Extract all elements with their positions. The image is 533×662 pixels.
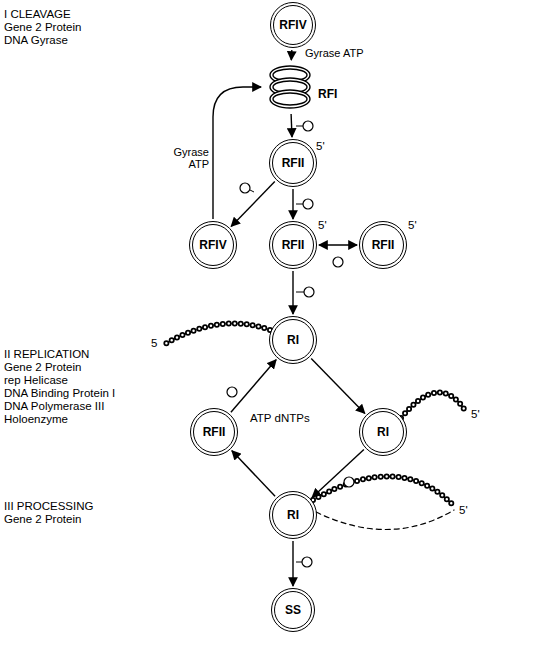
node-label: RFII — [372, 238, 395, 252]
text-label: III PROCESSING — [4, 500, 93, 513]
protein-tick — [296, 292, 304, 293]
node-label: RFIV — [279, 18, 306, 32]
text-label: ATP dNTPs — [250, 412, 310, 425]
text-label: Holoenzyme — [4, 413, 68, 426]
text-label: Gene 2 Protein — [4, 21, 81, 34]
protein-symbol — [333, 257, 343, 267]
ss-tail — [165, 324, 270, 344]
node-label: RI — [287, 333, 299, 347]
dna-circle: RI — [269, 316, 317, 364]
arrow-connector — [231, 360, 276, 413]
text-label: DNA Binding Protein I — [4, 387, 115, 400]
text-label: Gene 2 Protein — [4, 361, 81, 374]
arrow-connector — [232, 451, 275, 496]
arrow-connector — [292, 541, 293, 586]
ss-tail — [313, 476, 454, 506]
node-label: RFI — [318, 87, 337, 101]
arrow-connector — [231, 182, 275, 227]
protein-symbol — [304, 287, 314, 297]
protein-tick — [296, 562, 302, 563]
protein-symbol — [344, 477, 354, 487]
dashed-strand — [316, 510, 454, 530]
node-label: RFII — [282, 156, 305, 170]
protein-symbol — [303, 199, 313, 209]
node-label: RFIV — [199, 238, 226, 252]
dna-circle: RI — [269, 491, 317, 539]
strand-end-label: 5' — [408, 219, 417, 232]
node-label: SS — [285, 603, 301, 617]
text-label: DNA Gyrase — [4, 34, 68, 47]
dna-circle: RFII — [359, 221, 407, 269]
strand-end-label: 5' — [316, 140, 325, 153]
strand-end-label: 5' — [459, 504, 468, 517]
dna-circle: RFIV — [270, 2, 316, 48]
dna-circle: SS — [271, 588, 315, 632]
protein-symbol — [302, 557, 312, 567]
protein-symbol — [240, 183, 250, 193]
protein-symbol — [227, 387, 237, 397]
node-label: RFII — [282, 238, 305, 252]
ss-tail — [313, 476, 454, 506]
edge-label: Gyrase ATP — [166, 146, 210, 170]
edge-label: Gyrase ATP — [304, 47, 364, 59]
protein-symbol — [303, 121, 313, 131]
supercoil-symbol — [265, 62, 315, 112]
ss-tail — [401, 392, 466, 418]
dna-circle: RI — [359, 408, 407, 456]
node-label: RI — [287, 508, 299, 522]
arrow-connector — [319, 244, 357, 245]
text-label: I CLEAVAGE — [4, 8, 71, 21]
supercoiled-dna: RFI — [265, 62, 337, 112]
dna-circle: RFII — [190, 408, 238, 456]
arrow-connector — [290, 114, 292, 137]
dna-circle: RFII — [269, 139, 317, 187]
arrow-connector — [312, 450, 364, 498]
arrow-connector — [291, 50, 293, 60]
node-label: RFII — [203, 425, 226, 439]
arrow-connector — [292, 189, 293, 219]
dna-circle: RFIV — [189, 221, 237, 269]
dna-circle: RFII — [269, 221, 317, 269]
strand-end-label: 5 — [151, 337, 157, 350]
arrow-connector — [213, 87, 261, 219]
node-label: RI — [377, 425, 389, 439]
text-label: Gene 2 Protein — [4, 513, 81, 526]
text-label: DNA Polymerase III — [4, 400, 104, 413]
protein-tick — [296, 204, 303, 205]
text-label: rep Helicase — [4, 374, 68, 387]
strand-end-label: 5' — [471, 408, 480, 421]
ss-tail — [401, 392, 466, 418]
arrow-connector — [292, 271, 293, 314]
protein-tick — [296, 126, 303, 127]
arrow-connector — [311, 359, 365, 414]
protein-tick — [250, 190, 254, 192]
ss-tail — [165, 324, 270, 344]
strand-end-label: 5' — [318, 219, 327, 232]
text-label: II REPLICATION — [4, 348, 89, 361]
